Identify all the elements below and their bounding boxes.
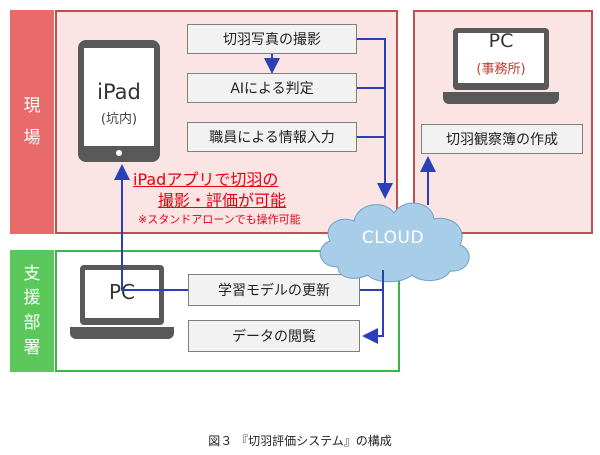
support-pc-title: PC <box>108 280 136 304</box>
office-laptop-screen <box>453 28 549 90</box>
support-task-view-label: データの閲覧 <box>232 329 316 345</box>
support-task-view-box: データの閲覧 <box>188 320 360 352</box>
ipad-subtitle: (坑内) <box>100 112 138 127</box>
note-line-2: 撮影・評価が可能 <box>158 191 287 210</box>
shien-char-1: 支 <box>23 263 41 284</box>
figure-caption: 図３ 『切羽評価システム』の構成 <box>208 434 392 448</box>
office-laptop-display <box>458 33 544 83</box>
support-task-model-box: 学習モデルの更新 <box>188 274 360 306</box>
genba-char-2: 場 <box>23 128 41 148</box>
ipad-title: iPad <box>97 80 141 104</box>
step-input-box: 職員による情報入力 <box>187 122 357 152</box>
ipad-home-button <box>116 150 122 156</box>
shien-side-label: 支 援 部 署 <box>10 250 54 372</box>
step-input-label: 職員による情報入力 <box>209 130 335 146</box>
shien-char-2: 援 <box>23 288 41 309</box>
cloud-shape <box>319 202 470 283</box>
shien-char-4: 署 <box>23 337 41 358</box>
shien-char-3: 部 <box>23 313 41 333</box>
note-small: ※スタンドアローンでも操作可能 <box>138 213 301 226</box>
cloud-label: CLOUD <box>361 228 425 248</box>
ipad-screen <box>84 48 154 146</box>
office-task-box: 切羽観察簿の作成 <box>421 124 583 154</box>
office-pc-title: PC <box>488 30 514 52</box>
office-task-label: 切羽観察簿の作成 <box>446 132 558 148</box>
step-ai-label: AIによる判定 <box>230 81 314 97</box>
genba-side-label: 現 場 <box>10 10 54 234</box>
genba-char-1: 現 <box>23 95 41 116</box>
ipad-device <box>78 40 160 162</box>
support-task-model-label: 学習モデルの更新 <box>218 283 330 299</box>
step-ai-box: AIによる判定 <box>187 73 357 103</box>
step-photo-box: 切羽写真の撮影 <box>187 24 357 54</box>
office-laptop-base <box>443 92 559 104</box>
office-pc-subtitle: (事務所) <box>476 62 526 77</box>
support-laptop-base <box>70 327 174 339</box>
step-photo-label: 切羽写真の撮影 <box>223 32 321 48</box>
